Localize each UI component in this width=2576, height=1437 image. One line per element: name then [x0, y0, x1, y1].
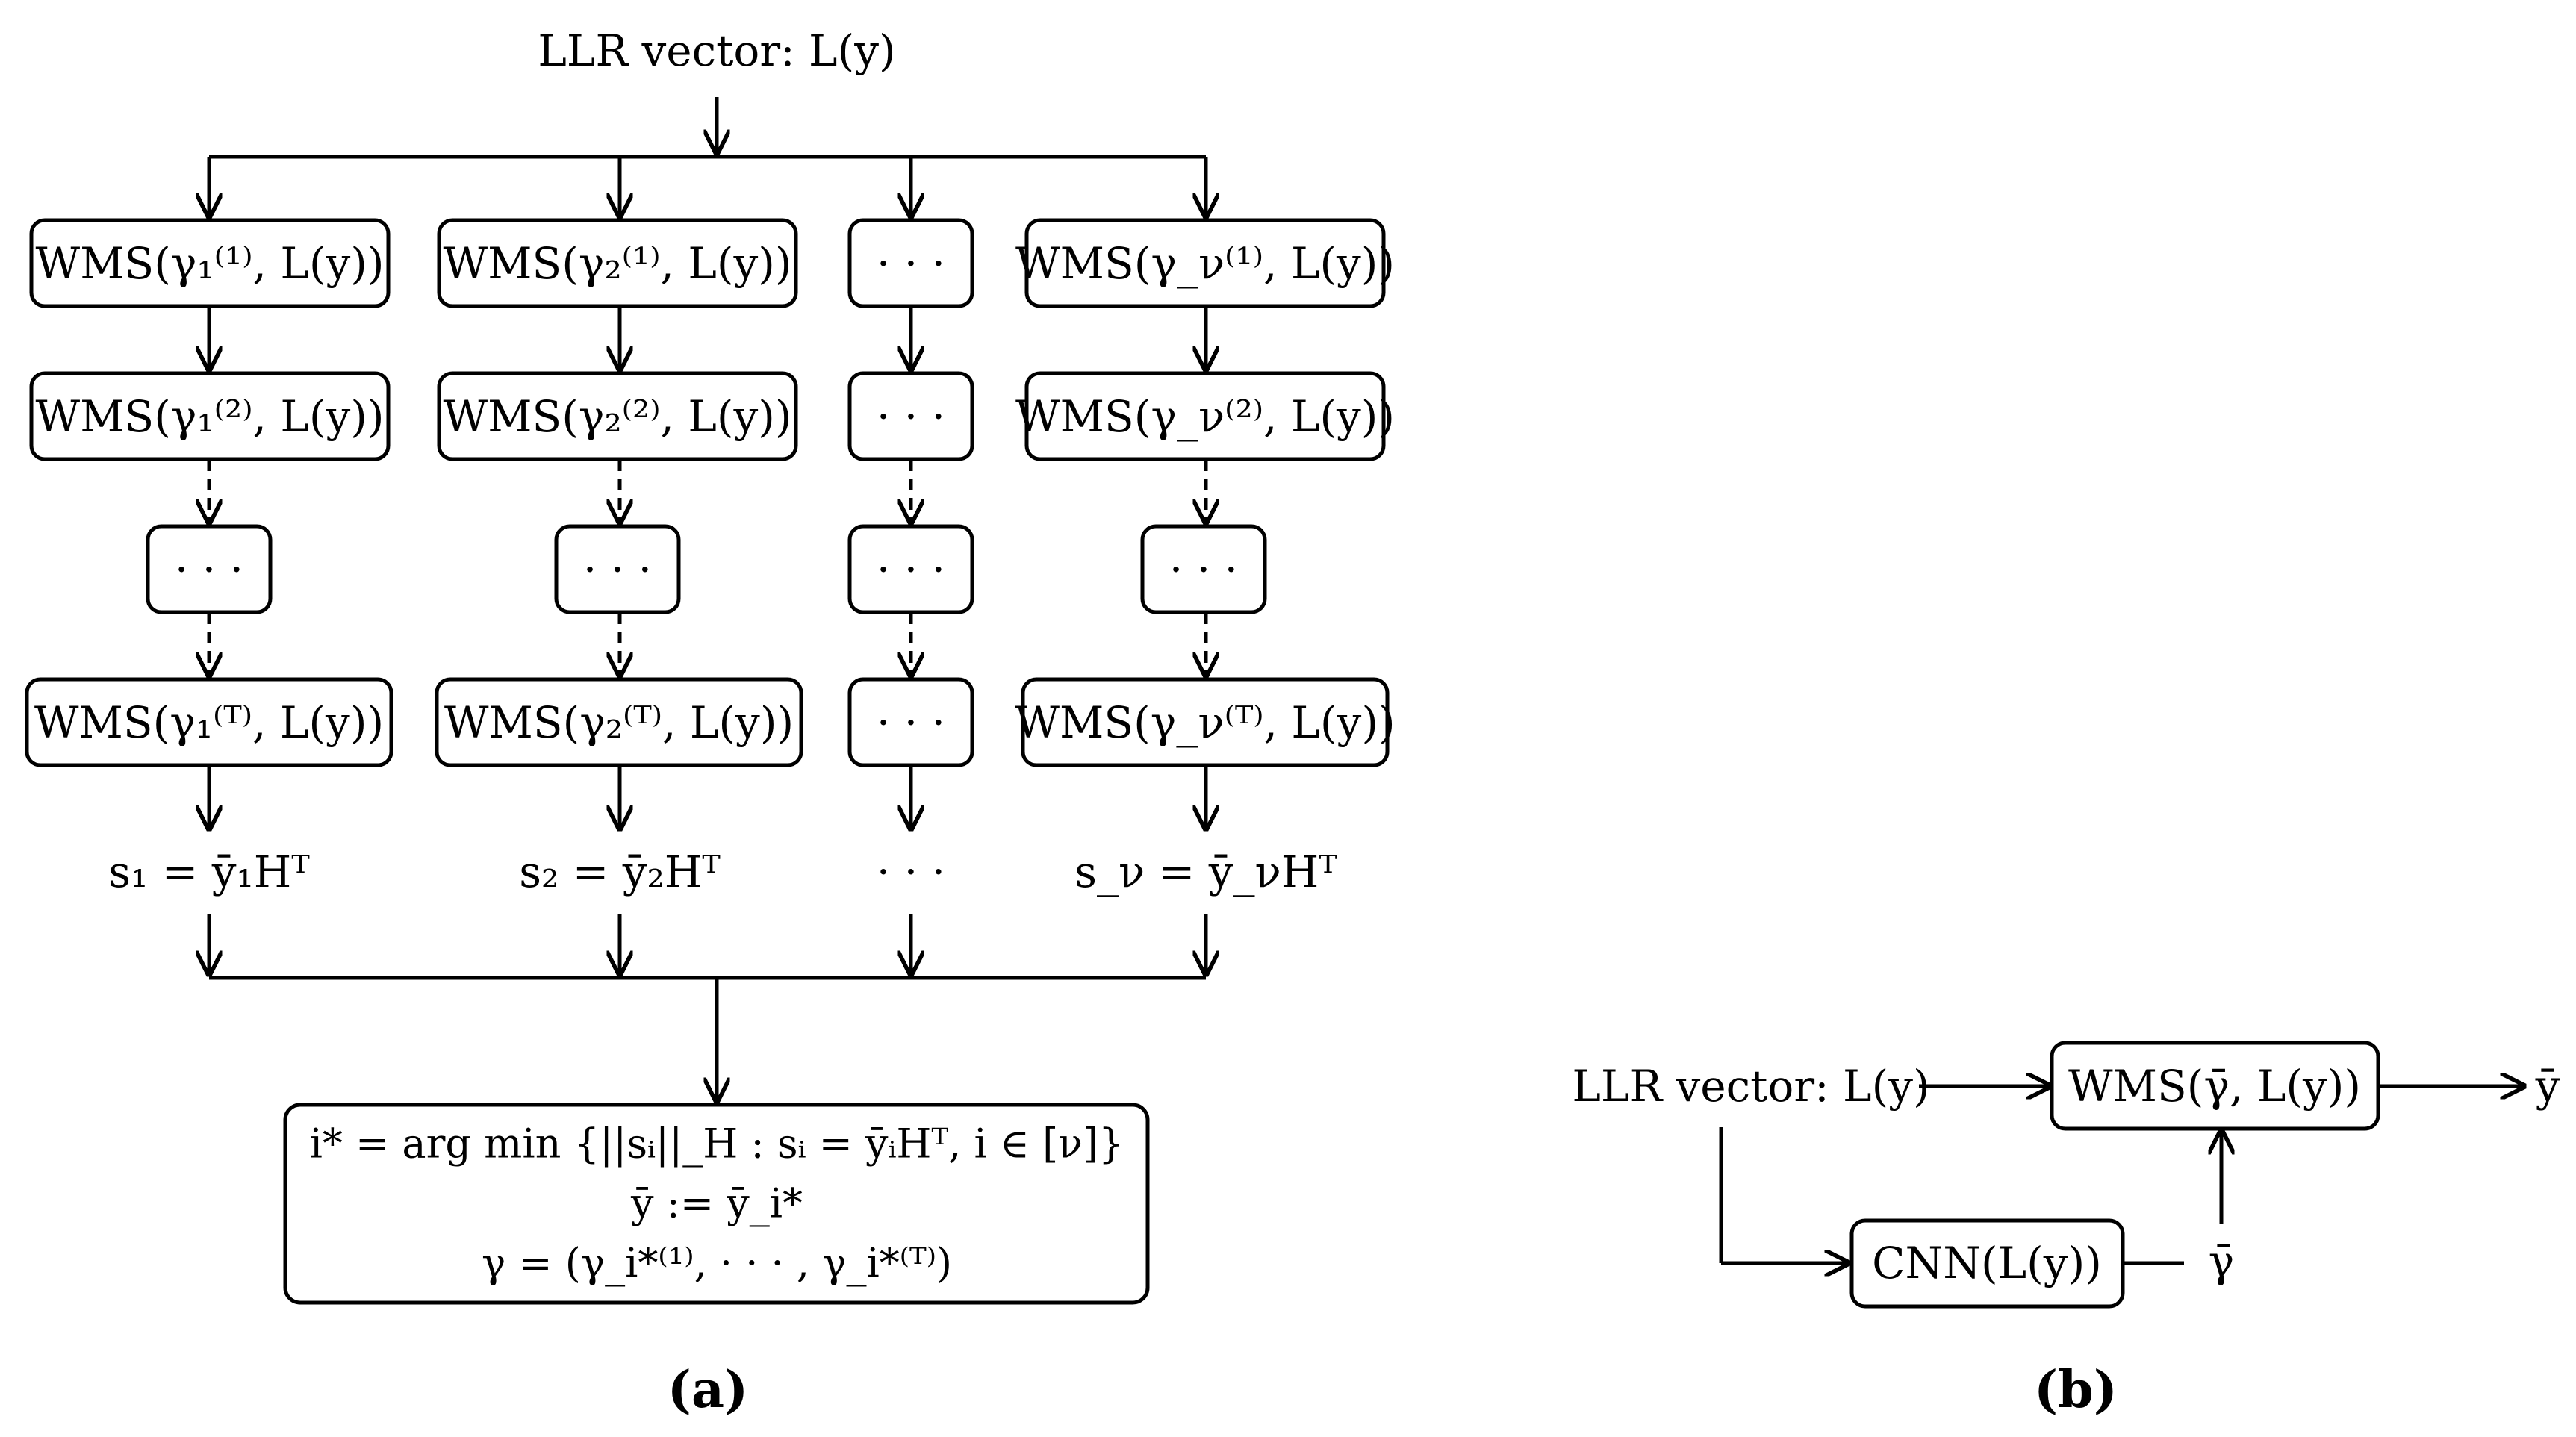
- caption-a: (a): [668, 1360, 748, 1420]
- selection-line-2: ȳ := ȳ_i*: [630, 1180, 803, 1227]
- col4-iterT-box: [1021, 677, 1390, 767]
- col2-iter1-label: WMS(γ₂⁽¹⁾, L(y)): [443, 238, 791, 289]
- col2-iterT-box: [435, 677, 803, 767]
- selection-line-1: i* = arg min {||sᵢ||_H : sᵢ = ȳᵢHᵀ, i ∈ …: [310, 1120, 1124, 1168]
- col4-ellipsis-label: · · ·: [1169, 544, 1238, 595]
- col4-iter2-label: WMS(γ_ν⁽²⁾, L(y)): [1015, 391, 1395, 442]
- col3-iter2-label: · · ·: [877, 391, 945, 442]
- caption-b: (b): [2034, 1360, 2118, 1420]
- col2-iter2-box: [437, 371, 798, 461]
- top-input-label: LLR vector: L(y): [538, 25, 895, 76]
- col1-iter2-box: [29, 371, 391, 461]
- col4-iter1-box: [1024, 218, 1386, 308]
- panel-a-connectors: [209, 97, 1206, 1101]
- panel-b-connectors: [1719, 1086, 2524, 1263]
- col3-iter1-box: [847, 218, 974, 308]
- col1-iterT-label: WMS(γ₁⁽ᵀ⁾, L(y)): [34, 697, 384, 748]
- col2-iterT-label: WMS(γ₂⁽ᵀ⁾, L(y)): [444, 697, 794, 748]
- cnn-box: [1849, 1218, 2125, 1309]
- col3-iter1-label: · · ·: [877, 238, 945, 289]
- col3-ellipsis-box: [847, 524, 974, 614]
- col4-iter2-box: [1024, 371, 1386, 461]
- col3-ellipsis-label: · · ·: [877, 544, 945, 595]
- col2-syndrome-label: s₂ = ȳ₂Hᵀ: [519, 847, 721, 897]
- col1-iter1-label: WMS(γ₁⁽¹⁾, L(y)): [35, 238, 384, 289]
- output-y-bar-label: ȳ: [2535, 1061, 2560, 1112]
- panel-b-input-label: LLR vector: L(y): [1572, 1061, 1929, 1112]
- gamma-bar-label: γ̄: [2209, 1236, 2235, 1287]
- col4-syndrome-label: s_ν = ȳ_νHᵀ: [1074, 847, 1337, 897]
- col2-iter2-label: WMS(γ₂⁽²⁾, L(y)): [443, 391, 791, 442]
- col1-ellipsis-box: [146, 524, 273, 614]
- col1-syndrome-label: s₁ = ȳ₁Hᵀ: [108, 847, 310, 897]
- col3-iterT-box: [847, 677, 974, 767]
- col4-iterT-label: WMS(γ_ν⁽ᵀ⁾, L(y)): [1015, 697, 1395, 748]
- panel-b-labels: LLR vector: L(y) WMS(γ̄, L(y)) ȳ CNN(L(y…: [1572, 1061, 2560, 1420]
- col3-iter2-box: [847, 371, 974, 461]
- col1-iter1-box: [29, 218, 391, 308]
- panel-b-boxes: [1849, 1041, 2380, 1309]
- col1-ellipsis-label: · · ·: [175, 544, 243, 595]
- wms-label: WMS(γ̄, L(y)): [2068, 1061, 2361, 1112]
- selection-line-3: γ = (γ_i*⁽¹⁾, · · · , γ_i*⁽ᵀ⁾): [482, 1240, 952, 1287]
- col2-iter1-box: [437, 218, 798, 308]
- panel-a-boxes: [25, 218, 1390, 1305]
- col3-syndrome-label: · · ·: [877, 847, 945, 897]
- col4-iter1-label: WMS(γ_ν⁽¹⁾, L(y)): [1015, 238, 1395, 289]
- col3-iterT-label: · · ·: [877, 697, 945, 748]
- wms-box: [2050, 1041, 2380, 1131]
- panel-a-labels: LLR vector: L(y) WMS(γ₁⁽¹⁾, L(y)) WMS(γ₂…: [34, 25, 1396, 1420]
- col4-ellipsis-box: [1140, 524, 1267, 614]
- col2-ellipsis-box: [554, 524, 681, 614]
- col1-iter2-label: WMS(γ₁⁽²⁾, L(y)): [35, 391, 384, 442]
- selection-box: [283, 1103, 1150, 1305]
- col2-ellipsis-label: · · ·: [583, 544, 652, 595]
- cnn-label: CNN(L(y)): [1872, 1238, 2102, 1288]
- col1-iterT-box: [25, 677, 393, 767]
